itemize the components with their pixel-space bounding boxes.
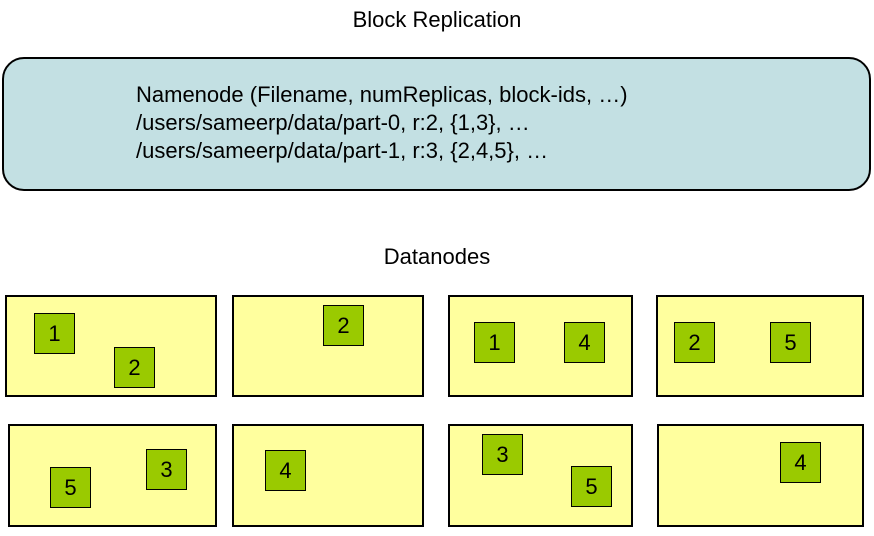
datanode-2-block-2: 2: [323, 305, 364, 346]
namenode-header-line: Namenode (Filename, numReplicas, block-i…: [136, 82, 628, 107]
datanode-6-block-4: 4: [265, 450, 306, 491]
datanode-1-block-2: 2: [114, 347, 155, 388]
datanode-3-block-1: 1: [474, 322, 515, 363]
datanodes-label: Datanodes: [383, 244, 491, 269]
namenode-box: Namenode (Filename, numReplicas, block-i…: [2, 57, 871, 191]
namenode-file-entry-part0: /users/sameerp/data/part-0, r:2, {1,3}, …: [136, 110, 530, 135]
datanode-4-block-2: 2: [674, 322, 715, 363]
datanode-7-block-3: 3: [482, 434, 523, 475]
namenode-file-entry-part1: /users/sameerp/data/part-1, r:3, {2,4,5}…: [136, 138, 549, 163]
datanode-5-block-5: 5: [50, 467, 91, 508]
namenode-text: Namenode (Filename, numReplicas, block-i…: [136, 81, 628, 165]
datanode-4-block-5: 5: [770, 322, 811, 363]
datanode-3-block-4: 4: [564, 322, 605, 363]
datanode-1-block-1: 1: [34, 313, 75, 354]
diagram-title: Block Replication: [352, 7, 522, 32]
datanode-6: 4: [232, 424, 424, 527]
datanode-2: 2: [232, 295, 424, 397]
datanode-8-block-4: 4: [780, 442, 821, 483]
datanode-5-block-3: 3: [146, 449, 187, 490]
datanode-8: 4: [657, 424, 864, 527]
datanode-7-block-5: 5: [571, 466, 612, 507]
